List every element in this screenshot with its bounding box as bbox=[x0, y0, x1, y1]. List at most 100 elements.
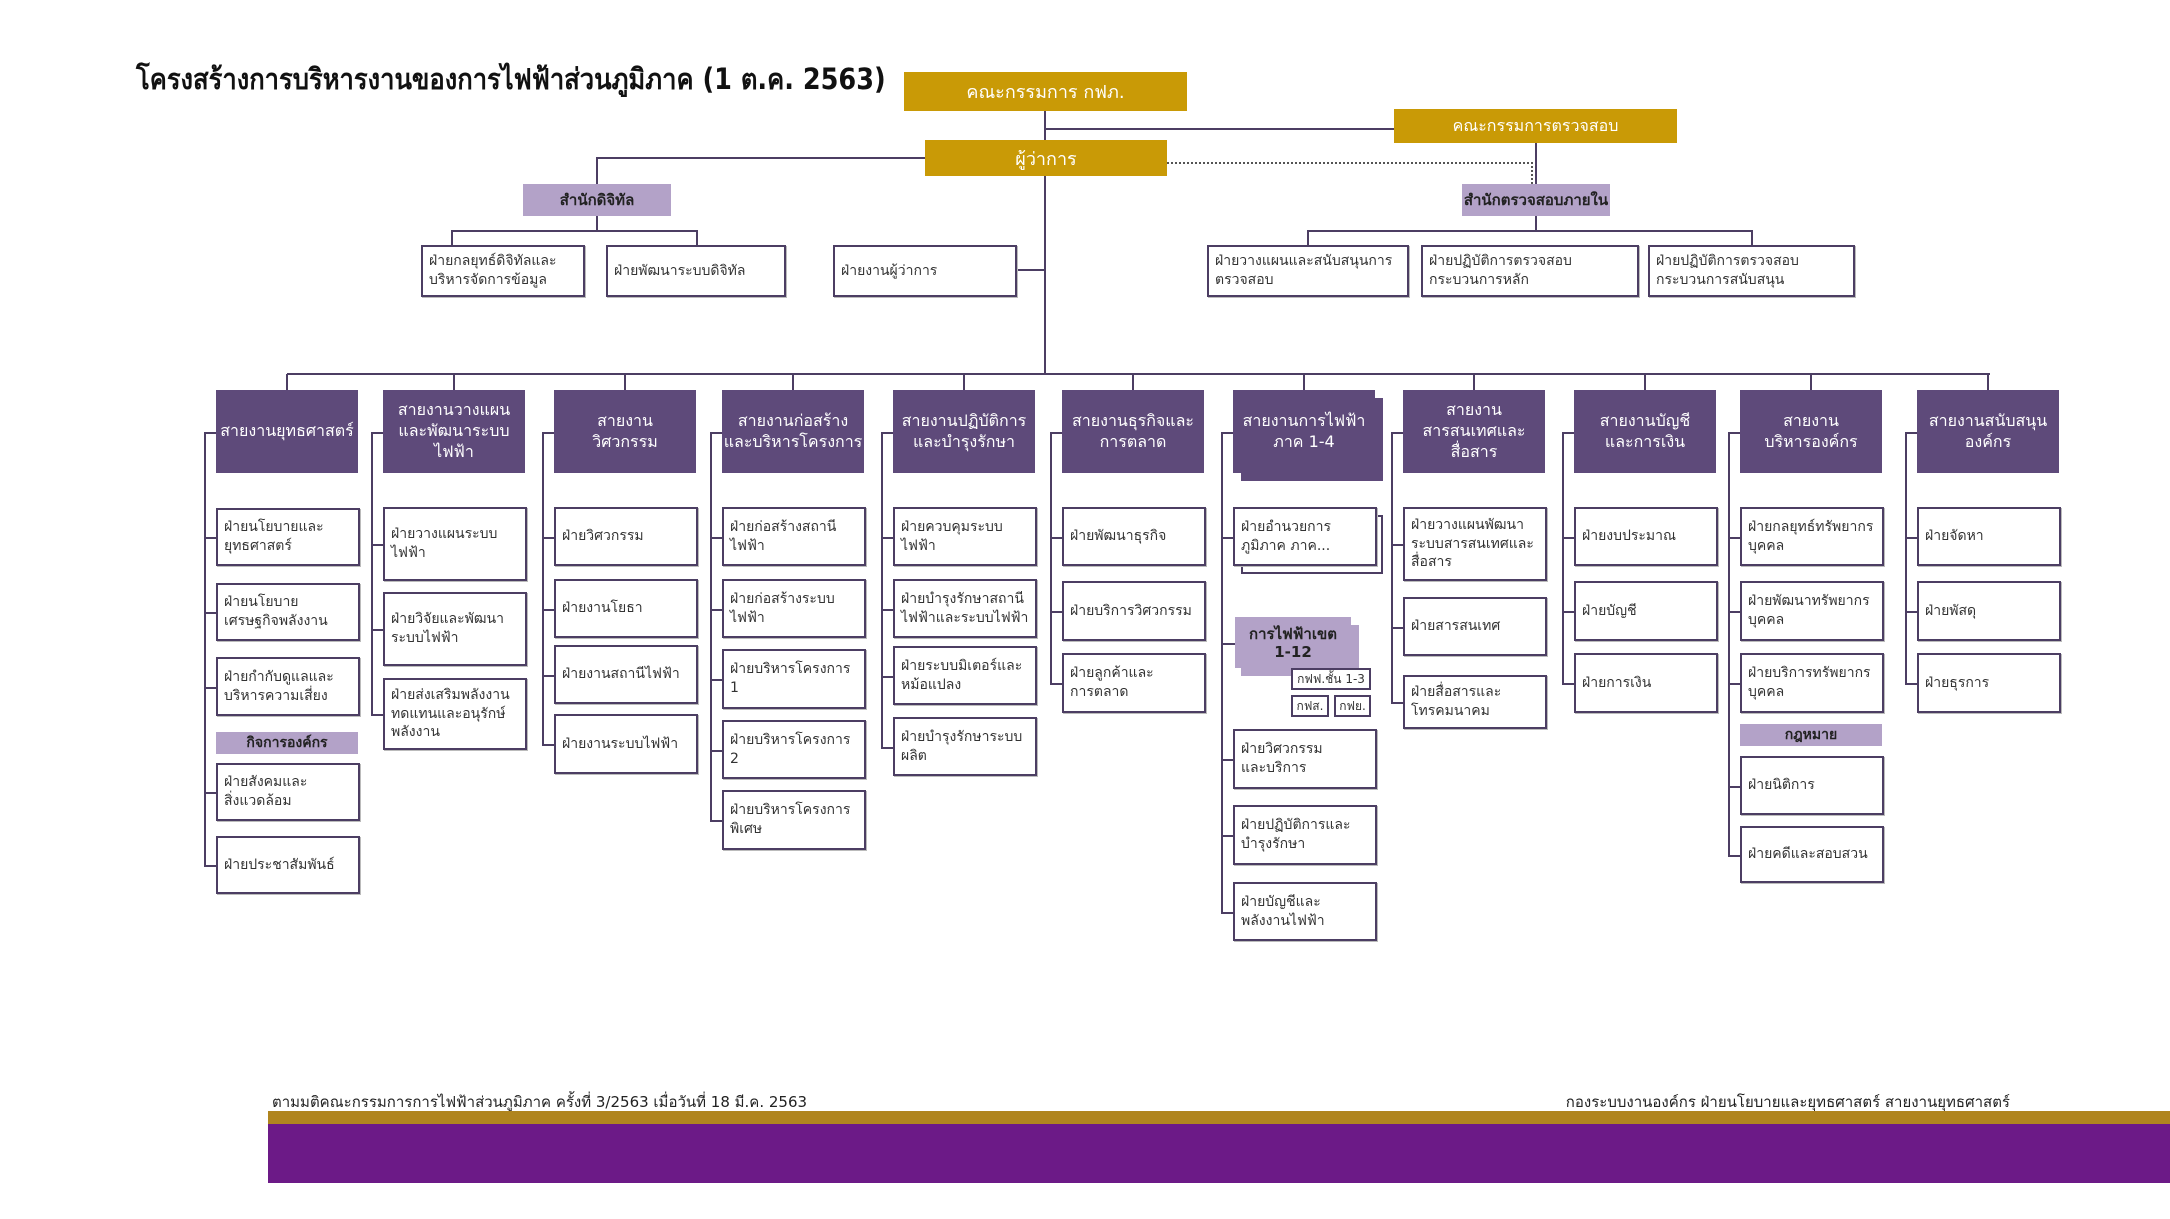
sub-office-box[interactable]: กฟย. bbox=[1334, 695, 1371, 717]
connector bbox=[1391, 544, 1403, 546]
connector bbox=[710, 608, 722, 611]
connector bbox=[1050, 611, 1062, 613]
department-box[interactable]: ฝ่ายงบประมาณ bbox=[1574, 507, 1718, 566]
connector bbox=[451, 230, 698, 232]
department-box[interactable]: ฝ่ายพัฒนาธุรกิจ bbox=[1062, 507, 1206, 566]
department-box[interactable]: ฝ่ายธุรการ bbox=[1917, 653, 2061, 713]
page-title: โครงสร้างการบริหารงานของการไฟฟ้าส่วนภูมิ… bbox=[136, 62, 886, 96]
connector bbox=[204, 792, 216, 794]
department-box[interactable]: ฝ่ายงานโยธา bbox=[554, 579, 698, 638]
connector bbox=[542, 536, 554, 539]
department-box[interactable]: ฝ่ายบริหารโครงการ 1 bbox=[722, 649, 866, 709]
connector bbox=[1905, 536, 1917, 539]
department-box[interactable]: ฝ่ายส่งเสริมพลังงาน ทดแทนและอนุรักษ์ พลั… bbox=[383, 678, 527, 750]
division-header[interactable]: สายงานบัญชี และการเงิน bbox=[1574, 390, 1716, 473]
department-box[interactable]: ฝ่ายพัสดุ bbox=[1917, 581, 2061, 641]
department-box[interactable]: ฝ่ายบำรุงรักษาระบบ ผลิต bbox=[893, 717, 1037, 776]
connector bbox=[286, 374, 288, 390]
connector bbox=[1562, 431, 1564, 685]
region-label[interactable]: การไฟฟ้าเขต 1-12 bbox=[1235, 617, 1351, 668]
division-header[interactable]: สายงานปฏิบัติการ และบำรุงรักษา bbox=[893, 390, 1035, 473]
division-header[interactable]: สายงานก่อสร้าง และบริหารโครงการ bbox=[722, 390, 864, 473]
department-box[interactable]: ฝ่ายบัญชี bbox=[1574, 581, 1718, 641]
department-box[interactable]: ฝ่ายบัญชีและ พลังงานไฟฟ้า bbox=[1233, 882, 1377, 941]
connector bbox=[542, 674, 554, 677]
connector bbox=[1045, 128, 1394, 130]
department-box[interactable]: ฝ่ายบริหารโครงการ พิเศษ bbox=[722, 790, 866, 850]
department-box[interactable]: ฝ่ายวางแผนระบบ ไฟฟ้า bbox=[383, 507, 527, 581]
audit-child-box[interactable]: ฝ่ายปฏิบัติการตรวจสอบ กระบวนการสนับสนุน bbox=[1648, 245, 1855, 297]
sub-office-box[interactable]: กฟฟ.ชั้น 1-3 bbox=[1291, 668, 1371, 690]
department-box[interactable]: ฝ่ายงานสถานีไฟฟ้า bbox=[554, 645, 698, 704]
division-header[interactable]: สายงานสนับสนุน องค์กร bbox=[1917, 390, 2059, 473]
digital-child-box[interactable]: ฝ่ายพัฒนาระบบดิจิทัล bbox=[606, 245, 786, 297]
department-box[interactable]: ฝ่ายวิศวกรรม bbox=[554, 507, 698, 566]
department-box[interactable]: ฝ่ายวางแผนพัฒนา ระบบสารสนเทศและ สื่อสาร bbox=[1403, 507, 1547, 581]
connector bbox=[1905, 431, 1917, 434]
department-box[interactable]: ฝ่ายคดีและสอบสวน bbox=[1740, 826, 1884, 883]
connector bbox=[371, 629, 383, 631]
department-box[interactable]: ฝ่ายนโยบายและ ยุทธศาสตร์ bbox=[216, 508, 360, 566]
department-box[interactable]: ฝ่ายนโยบาย เศรษฐกิจพลังงาน bbox=[216, 583, 360, 641]
department-box[interactable]: ฝ่ายบริการทรัพยากร บุคคล bbox=[1740, 653, 1884, 713]
division-header[interactable]: สายงานธุรกิจและ การตลาด bbox=[1062, 390, 1204, 473]
connector bbox=[1044, 176, 1046, 375]
digital-office-box[interactable]: สำนักดิจิทัล bbox=[523, 184, 671, 216]
connector bbox=[1473, 374, 1475, 390]
department-box[interactable]: ฝ่ายกลยุทธ์ทรัพยากร บุคคล bbox=[1740, 507, 1884, 566]
department-box[interactable]: ฝ่ายสารสนเทศ bbox=[1403, 597, 1547, 656]
division-header[interactable]: สายงานวางแผน และพัฒนาระบบ ไฟฟ้า bbox=[383, 390, 525, 473]
governor-box[interactable]: ผู้ว่าการ bbox=[925, 140, 1167, 176]
division-header[interactable]: สายงาน สารสนเทศและ สื่อสาร bbox=[1403, 390, 1545, 473]
connector bbox=[596, 157, 598, 184]
connector bbox=[710, 431, 712, 822]
connector bbox=[881, 608, 893, 611]
audit-child-box[interactable]: ฝ่ายปฏิบัติการตรวจสอบ กระบวนการหลัก bbox=[1421, 245, 1639, 297]
connector bbox=[881, 536, 893, 539]
connector bbox=[1050, 536, 1062, 539]
department-box[interactable]: ฝ่ายนิติการ bbox=[1740, 756, 1884, 815]
department-box[interactable]: ฝ่ายควบคุมระบบ ไฟฟ้า bbox=[893, 507, 1037, 566]
department-box[interactable]: ฝ่ายบริการวิศวกรรม bbox=[1062, 581, 1206, 641]
connector bbox=[1728, 536, 1740, 539]
digital-child-box[interactable]: ฝ่ายกลยุทธ์ดิจิทัลและ บริหารจัดการข้อมูล bbox=[421, 245, 585, 297]
department-box[interactable]: ฝ่ายสื่อสารและ โทรคมนาคม bbox=[1403, 675, 1547, 729]
department-box[interactable]: ฝ่ายวิจัยและพัฒนา ระบบไฟฟ้า bbox=[383, 592, 527, 666]
department-box[interactable]: ฝ่ายลูกค้าและ การตลาด bbox=[1062, 653, 1206, 713]
connector bbox=[710, 820, 722, 822]
department-box[interactable]: ฝ่ายก่อสร้างสถานี ไฟฟ้า bbox=[722, 507, 866, 566]
department-box[interactable]: ฝ่ายการเงิน bbox=[1574, 653, 1718, 713]
department-box[interactable]: ฝ่ายสังคมและ สิ่งแวดล้อม bbox=[216, 763, 360, 821]
connector bbox=[204, 431, 216, 434]
division-header[interactable]: สายงานการไฟฟ้า ภาค 1-4 bbox=[1233, 390, 1375, 473]
department-box[interactable]: ฝ่ายกำกับดูแลและ บริหารความเสี่ยง bbox=[216, 657, 360, 716]
department-box[interactable]: ฝ่ายพัฒนาทรัพยากร บุคคล bbox=[1740, 581, 1884, 641]
department-box[interactable]: ฝ่ายวิศวกรรม และบริการ bbox=[1233, 729, 1377, 789]
department-box[interactable]: ฝ่ายก่อสร้างระบบ ไฟฟ้า bbox=[722, 579, 866, 638]
connector bbox=[596, 216, 598, 231]
division-header[interactable]: สายงานยุทธศาสตร์ bbox=[216, 390, 358, 473]
department-box[interactable]: ฝ่ายปฏิบัติการและ บำรุงรักษา bbox=[1233, 805, 1377, 865]
connector bbox=[710, 536, 722, 539]
division-header[interactable]: สายงาน วิศวกรรม bbox=[554, 390, 696, 473]
internal-audit-office-box[interactable]: สำนักตรวจสอบภายใน bbox=[1462, 184, 1610, 216]
board-box[interactable]: คณะกรรมการ กฟภ. bbox=[904, 72, 1187, 111]
department-box[interactable]: ฝ่ายจัดหา bbox=[1917, 507, 2061, 566]
department-box[interactable]: ฝ่ายบริหารโครงการ 2 bbox=[722, 720, 866, 779]
department-box[interactable]: ฝ่ายอำนวยการ ภูมิภาค ภาค... bbox=[1233, 507, 1377, 566]
division-header[interactable]: สายงาน บริหารองค์กร bbox=[1740, 390, 1882, 473]
department-box[interactable]: ฝ่ายระบบมิเตอร์และ หม้อแปลง bbox=[893, 646, 1037, 705]
connector bbox=[371, 544, 383, 546]
dotted-connector bbox=[1167, 162, 1533, 164]
governor-office-box[interactable]: ฝ่ายงานผู้ว่าการ bbox=[833, 245, 1017, 297]
department-box[interactable]: ฝ่ายประชาสัมพันธ์ bbox=[216, 836, 360, 894]
connector bbox=[696, 230, 698, 245]
division-bus-line bbox=[287, 373, 1990, 375]
sub-office-box[interactable]: กฟส. bbox=[1291, 695, 1329, 717]
department-box[interactable]: ฝ่ายงานระบบไฟฟ้า bbox=[554, 714, 698, 774]
connector bbox=[1535, 216, 1537, 231]
department-box[interactable]: ฝ่ายบำรุงรักษาสถานี ไฟฟ้าและระบบไฟฟ้า bbox=[893, 579, 1037, 638]
audit-child-box[interactable]: ฝ่ายวางแผนและสนับสนุนการ ตรวจสอบ bbox=[1207, 245, 1409, 297]
connector bbox=[451, 230, 453, 245]
audit-committee-box[interactable]: คณะกรรมการตรวจสอบ bbox=[1394, 109, 1677, 143]
